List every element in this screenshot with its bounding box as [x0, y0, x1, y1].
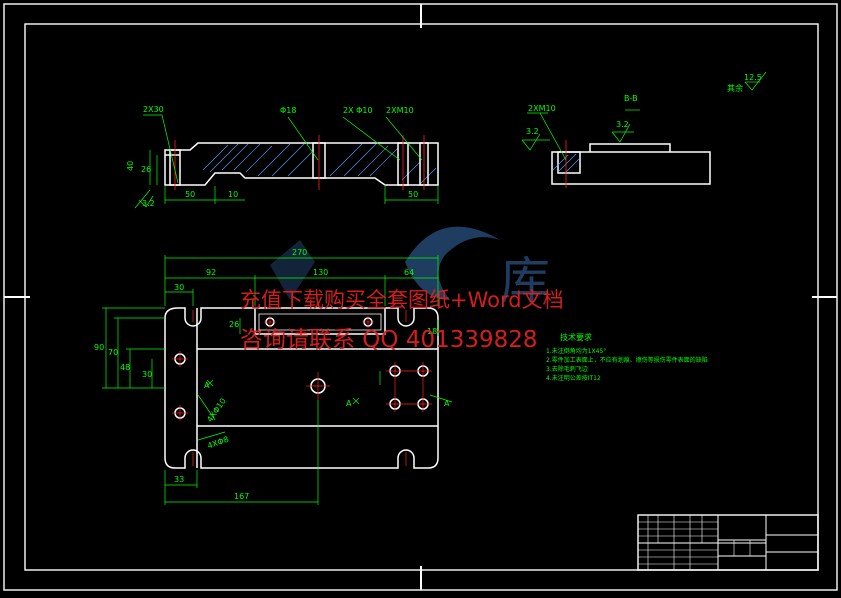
dim-64: 64 [404, 268, 414, 277]
dim-30-left: 30 [142, 370, 152, 379]
callout-4xphi8: 4XΦ8 [206, 435, 230, 451]
side-dimensions [521, 109, 640, 161]
dim-48: 48 [120, 363, 130, 372]
dim-90: 90 [94, 343, 104, 352]
section-centerlines [174, 135, 425, 190]
tech-title: 技术要求 [560, 332, 592, 342]
callout-2xm10: 2XM10 [386, 106, 414, 115]
dim-50-left: 50 [185, 190, 195, 199]
dim-10: 10 [228, 190, 238, 199]
dim-70: 70 [108, 348, 118, 357]
roughness-12-5: 12.5 [744, 73, 762, 82]
plan-centerlines [172, 310, 432, 466]
dim-167: 167 [234, 492, 249, 501]
side-view [551, 143, 711, 185]
section-dim-text: 2X30 Φ18 2X Φ10 2XM10 40 26 50 10 50 3.2 [126, 105, 418, 208]
section-dimensions [134, 114, 439, 209]
dim-26-plan: 26 [229, 320, 239, 329]
dim-30-top: 30 [174, 283, 184, 292]
side-dim-text: B-B 2XM10 3.2 3.2 [526, 94, 638, 136]
section-mark-a-3: A [444, 399, 450, 408]
tech-item-2: 2.零件加工表面上，不应有划痕、擦伤等损伤零件表面的缺陷 [546, 356, 708, 364]
watermark-line-1: 充值下载购买全套图纸+Word文档 [240, 288, 564, 312]
section-mark-a-1: A [204, 381, 210, 390]
tech-item-3: 3.去除毛刺飞边 [546, 365, 588, 373]
logo-char: 库 [500, 252, 550, 310]
callout-2xphi10: 2X Φ10 [343, 106, 373, 115]
roughness-rest-label: 其余 [727, 83, 743, 93]
dim-130: 130 [313, 268, 328, 277]
callout-phi18: Φ18 [280, 106, 296, 115]
dim-50-right: 50 [408, 190, 418, 199]
tech-item-4: 4.未注明公差按IT12 [546, 374, 601, 382]
title-block [637, 514, 819, 571]
roughness-3-2: 3.2 [142, 199, 155, 208]
logo-watermark: 库 [270, 226, 550, 310]
side-view-label: B-B [624, 94, 638, 103]
dim-18: 18 [427, 327, 437, 336]
side-roughness-left: 3.2 [526, 127, 539, 136]
tech-requirements: 技术要求 1.未注倒角均为1X45° 2.零件加工表面上，不应有划痕、擦伤等损伤… [546, 332, 708, 382]
general-roughness: 12.5 其余 [727, 71, 767, 93]
dim-33: 33 [174, 475, 184, 484]
section-view [164, 142, 439, 186]
dim-40: 40 [126, 161, 135, 171]
section-mark-a-2: A [346, 399, 352, 408]
tech-item-1: 1.未注倒角均为1X45° [546, 347, 606, 355]
watermark-line-2: 咨询请联系 QQ 401339828 [240, 327, 538, 353]
centering-marks [4, 4, 837, 590]
callout-2x30: 2X30 [143, 105, 164, 114]
dim-26: 26 [141, 165, 151, 174]
dim-270: 270 [292, 248, 307, 257]
dim-92: 92 [206, 268, 216, 277]
side-roughness-top: 3.2 [616, 120, 629, 129]
side-callout-2xm10: 2XM10 [528, 104, 556, 113]
plan-dimensions [102, 255, 453, 505]
